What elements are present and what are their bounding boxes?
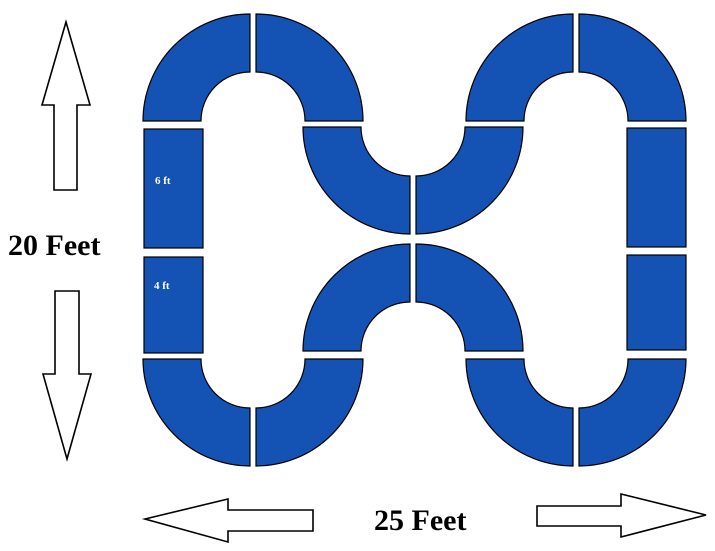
- arrow-down-icon: [41, 290, 93, 462]
- curve-bottom-right-a: [465, 358, 574, 467]
- curve-lower-middle-a: [302, 243, 411, 352]
- curve-top-right-a: [465, 13, 574, 122]
- width-dimension-label: 25 Feet: [374, 504, 466, 537]
- arrow-right-icon: [536, 492, 707, 539]
- straight-segment-label-upper: 6 ft: [155, 175, 171, 187]
- height-dimension-label: 20 Feet: [8, 229, 100, 262]
- arrow-left-icon: [141, 497, 314, 544]
- straight-left-upper: [143, 128, 204, 249]
- straight-left-lower: [143, 256, 204, 354]
- curve-lower-middle-b: [415, 243, 524, 352]
- curve-upper-middle-a: [302, 126, 411, 235]
- curve-bottom-right-b: [578, 358, 687, 467]
- arrow-up-icon: [40, 19, 92, 191]
- curve-bottom-left-a: [142, 358, 251, 467]
- straight-right-upper: [626, 127, 687, 248]
- curve-top-right-b: [578, 13, 687, 122]
- track: [142, 13, 687, 467]
- curve-top-left-b: [255, 13, 364, 122]
- curve-bottom-left-b: [255, 358, 364, 467]
- straight-right-lower: [626, 254, 687, 351]
- straight-segment-label-lower: 4 ft: [154, 280, 170, 292]
- curve-upper-middle-b: [415, 126, 524, 235]
- curve-top-left-a: [142, 13, 251, 122]
